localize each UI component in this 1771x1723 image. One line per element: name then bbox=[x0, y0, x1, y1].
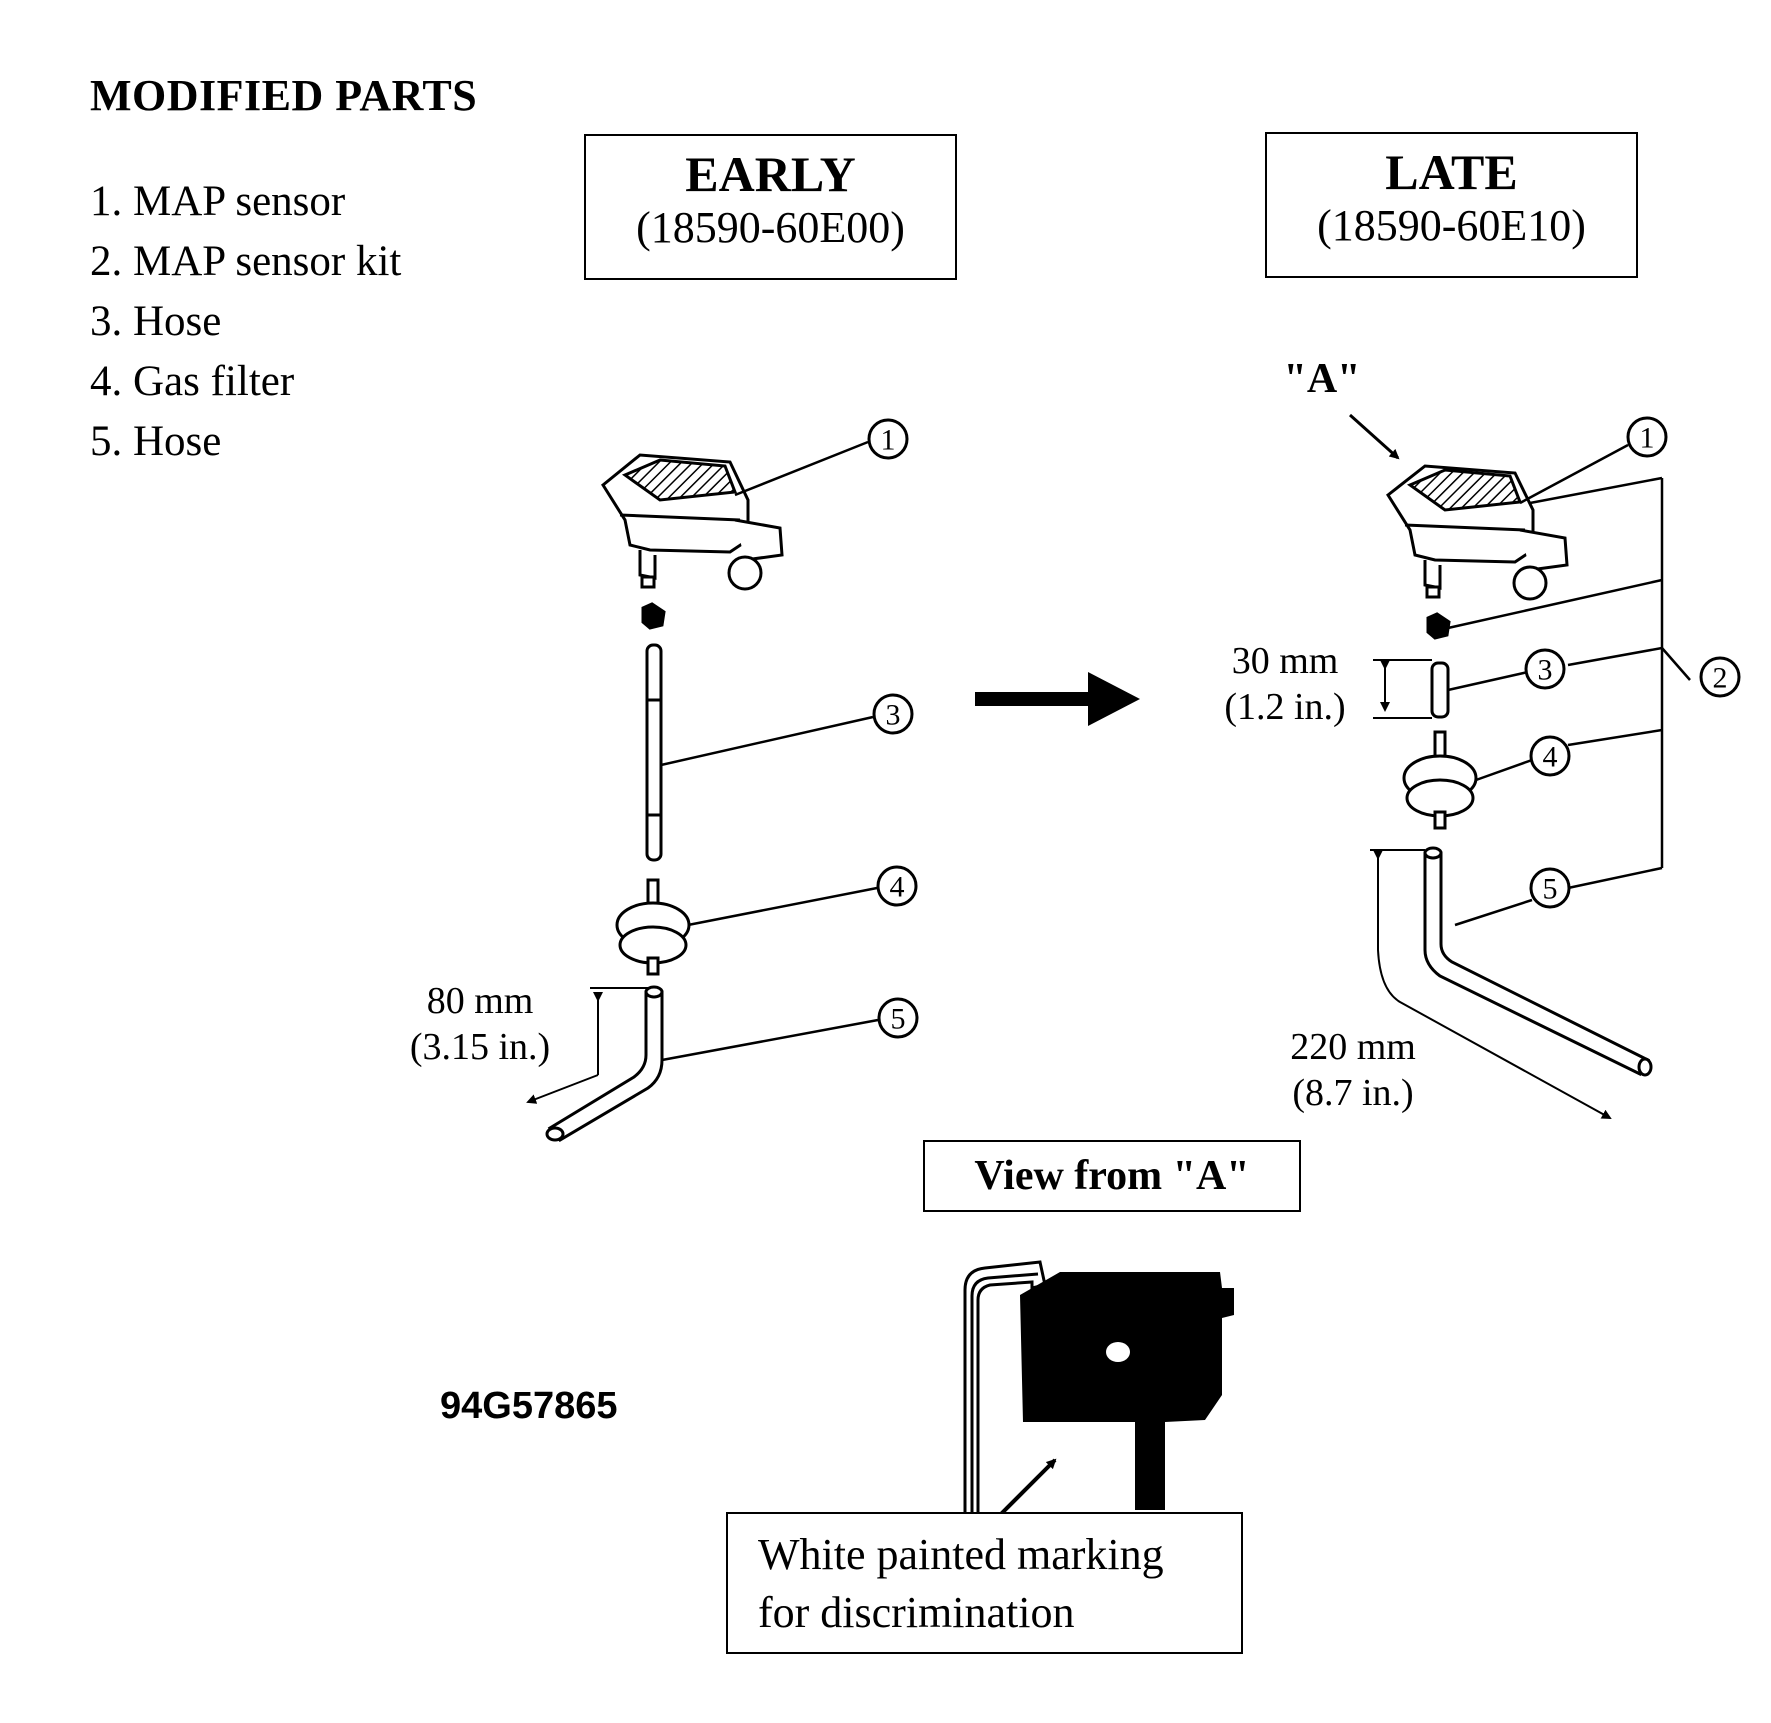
early-callout-4: 4 bbox=[890, 871, 905, 904]
late-callout-2-circle bbox=[1699, 656, 1741, 698]
late-hose-3 bbox=[1426, 612, 1451, 719]
late-hose3-dimension-mm: 30 mm bbox=[1231, 640, 1339, 682]
early-map-sensor bbox=[601, 453, 784, 591]
early-callout-3-circle bbox=[872, 693, 914, 735]
late-callout-3: 3 bbox=[1538, 654, 1553, 687]
parts-list: 1. MAP sensor 2. MAP sensor kit 3. Hose … bbox=[90, 172, 401, 472]
early-to-late-arrow bbox=[975, 672, 1140, 726]
late-callout-4-circle bbox=[1529, 735, 1571, 777]
late-callout-5: 5 bbox=[1543, 873, 1558, 906]
early-callout-3: 3 bbox=[886, 699, 901, 732]
early-hose-dimension: 80 mm (3.15 in.) bbox=[390, 978, 570, 1070]
early-part-number: (18590-60E00) bbox=[636, 203, 905, 252]
marking-note-box: White painted marking for discrimination bbox=[726, 1512, 1243, 1654]
early-label-box: EARLY (18590-60E00) bbox=[584, 134, 957, 280]
page-heading: MODIFIED PARTS bbox=[90, 71, 478, 120]
late-hose3-dimension-text: 30 mm (1.2 in.) bbox=[1205, 638, 1365, 730]
early-callout-4-circle bbox=[876, 865, 918, 907]
late-callout-4: 4 bbox=[1543, 741, 1558, 774]
early-callout-5-circle bbox=[877, 997, 919, 1039]
late-callout-2: 2 bbox=[1713, 662, 1728, 695]
late-callout-5-circle bbox=[1529, 867, 1571, 909]
view-from-a-label: View from "A" bbox=[974, 1153, 1250, 1199]
late-leader-lines bbox=[1447, 443, 1691, 927]
parts-list-item: 2. MAP sensor kit bbox=[90, 238, 402, 285]
early-hose-dimension-mm: 80 mm bbox=[426, 980, 534, 1022]
parts-list-item: 4. Gas filter bbox=[90, 358, 295, 405]
early-hose-3 bbox=[641, 602, 666, 862]
late-hose5-dimension bbox=[1370, 849, 1612, 1119]
late-view-arrow bbox=[1348, 413, 1400, 460]
late-callout-1-circle bbox=[1626, 416, 1668, 458]
late-hose5-dimension-mm: 220 mm bbox=[1290, 1026, 1416, 1068]
early-dimension-line bbox=[526, 987, 650, 1104]
early-gas-filter bbox=[615, 878, 691, 976]
early-hose-5 bbox=[545, 985, 664, 1142]
marking-note-line-2: for discrimination bbox=[758, 1588, 1075, 1637]
late-hose5-dimension-text: 220 mm (8.7 in.) bbox=[1268, 1024, 1438, 1116]
parts-list-item: 1. MAP sensor bbox=[90, 178, 346, 225]
parts-list-item: 3. Hose bbox=[90, 298, 222, 345]
view-from-a-box: View from "A" bbox=[923, 1140, 1301, 1212]
parts-list-item: 5. Hose bbox=[90, 418, 222, 465]
early-callout-5: 5 bbox=[891, 1003, 906, 1036]
view-a-sensor-silhouette bbox=[963, 1260, 1234, 1552]
early-hose-dimension-in: (3.15 in.) bbox=[409, 1026, 551, 1068]
early-callout-1-circle bbox=[867, 418, 909, 460]
figure-code: 94G57865 bbox=[440, 1385, 618, 1427]
early-title: EARLY bbox=[685, 146, 856, 202]
late-label-box: LATE (18590-60E10) bbox=[1265, 132, 1638, 278]
view-a-label: "A" bbox=[1284, 356, 1361, 402]
late-title: LATE bbox=[1385, 144, 1518, 200]
late-hose3-dimension bbox=[1373, 659, 1432, 719]
late-callout-3-circle bbox=[1524, 648, 1566, 690]
early-leader-lines bbox=[660, 440, 879, 1062]
late-gas-filter bbox=[1402, 730, 1478, 830]
late-part-number: (18590-60E10) bbox=[1317, 201, 1586, 250]
late-hose5-dimension-in: (8.7 in.) bbox=[1292, 1072, 1414, 1114]
late-callout-1: 1 bbox=[1640, 422, 1655, 455]
late-hose3-dimension-in: (1.2 in.) bbox=[1224, 686, 1346, 728]
marking-note-line-1: White painted marking bbox=[758, 1530, 1164, 1579]
late-map-sensor bbox=[1386, 464, 1569, 601]
early-callout-1: 1 bbox=[881, 424, 896, 457]
